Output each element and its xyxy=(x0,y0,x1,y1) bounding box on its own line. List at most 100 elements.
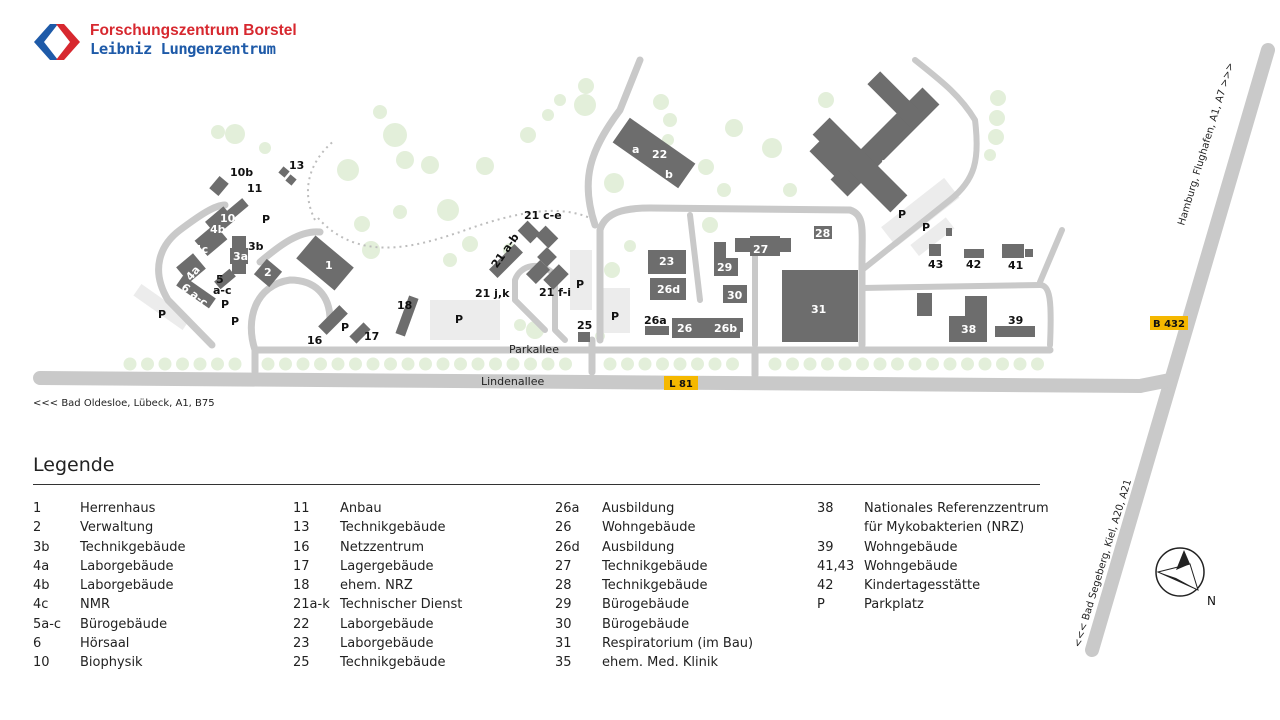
label-18: 18 xyxy=(397,299,412,312)
tree xyxy=(926,357,939,371)
legend-label: Hörsaal xyxy=(80,636,130,652)
label-1: 1 xyxy=(325,259,333,272)
b432-label: B 432 xyxy=(1153,319,1185,330)
legend-label: Ausbildung xyxy=(602,501,675,516)
legend-code: 21a-k xyxy=(293,597,330,613)
label-42: 42 xyxy=(966,258,981,271)
tree xyxy=(524,357,537,371)
tree xyxy=(996,357,1009,371)
b432-badge: B 432 xyxy=(1150,316,1188,330)
tree xyxy=(943,357,957,371)
trees xyxy=(211,78,1006,341)
label-43: 43 xyxy=(928,258,943,271)
tree xyxy=(541,357,555,371)
parking-label: P xyxy=(455,313,463,326)
b432-road xyxy=(1085,43,1275,657)
legend-label: Lagergebäude xyxy=(340,558,434,574)
legend-label: Wohngebäude xyxy=(864,558,958,574)
label-26a: 26a xyxy=(644,314,667,327)
legend-label: Laborgebäude xyxy=(80,578,174,594)
parking-label: P xyxy=(922,221,930,234)
tree xyxy=(506,357,520,371)
legend-label: Bürogebäude xyxy=(80,616,168,632)
label-39: 39 xyxy=(1008,314,1023,327)
label-10: 10 xyxy=(220,212,236,225)
tree xyxy=(279,357,292,371)
legend-label: Parkplatz xyxy=(864,597,924,613)
legend-code: 4a xyxy=(33,558,50,574)
tree xyxy=(873,357,887,371)
logo-line1: Forschungszentrum Borstel xyxy=(90,22,297,39)
label-5ac: a-c xyxy=(213,284,232,297)
legend-code: 4c xyxy=(33,597,49,613)
tree xyxy=(176,357,189,371)
tree xyxy=(384,357,397,371)
direction-segeberg: <<< Bad Segeberg, Kiel, A20, A21 xyxy=(1072,478,1134,649)
tree xyxy=(314,357,327,371)
tree xyxy=(891,357,904,371)
parking-label: P xyxy=(576,278,584,291)
label-29: 29 xyxy=(717,261,732,274)
lindenallee-label: Lindenallee xyxy=(481,375,544,388)
legend-code: 3b xyxy=(33,539,50,555)
legend-code: 28 xyxy=(555,578,572,594)
tree-row xyxy=(123,357,1044,371)
tree xyxy=(261,357,275,371)
label-28: 28 xyxy=(815,227,830,240)
legend-code: 35 xyxy=(555,655,572,671)
tree xyxy=(838,357,852,371)
legend-code: 42 xyxy=(817,578,834,594)
legend-code: 2 xyxy=(33,520,42,536)
legend-code: 39 xyxy=(817,539,834,555)
l81-label: L 81 xyxy=(669,379,693,390)
legend-label: Technikgebäude xyxy=(602,558,708,574)
tree xyxy=(436,357,450,371)
label-38: 38 xyxy=(961,323,976,336)
label-3b: 3b xyxy=(248,240,264,253)
parking-label: P xyxy=(231,315,239,328)
parking-label: P xyxy=(221,298,229,311)
legend-label: ehem. Med. Klinik xyxy=(602,655,719,671)
legend-label: Technikgebäude xyxy=(340,655,446,671)
legend-code: 25 xyxy=(293,655,310,671)
tree xyxy=(559,357,572,371)
label-21ce: 21 c-e xyxy=(524,209,562,222)
legend-label: Herrenhaus xyxy=(80,501,156,516)
parking-label: P xyxy=(611,310,619,323)
legend-code: 5a-c xyxy=(33,616,62,632)
label-4b: 4b xyxy=(210,223,226,236)
legend-code: 11 xyxy=(293,501,310,516)
parking-labels: P P P P P P P P P P xyxy=(158,208,930,334)
label-26d: 26d xyxy=(657,283,680,296)
legend-label: Laborgebäude xyxy=(340,636,434,652)
label-22b: b xyxy=(665,168,673,181)
tree xyxy=(621,357,634,371)
legend-label: Verwaltung xyxy=(80,520,154,536)
parking-label: P xyxy=(898,208,906,221)
tree xyxy=(366,357,380,371)
label-26: 26 xyxy=(677,322,693,335)
tree xyxy=(961,357,974,371)
legend-label: Wohngebäude xyxy=(602,520,696,536)
label-31: 31 xyxy=(811,303,826,316)
legend-code: 23 xyxy=(293,636,310,652)
tree xyxy=(193,357,207,371)
legend-label: ehem. NRZ xyxy=(340,578,413,594)
tree xyxy=(419,357,432,371)
legend-code: 31 xyxy=(555,636,572,652)
tree xyxy=(603,357,617,371)
label-4c: 4c xyxy=(194,243,208,256)
legend-code: 26d xyxy=(555,539,580,555)
tree xyxy=(211,357,224,371)
legend-code: P xyxy=(817,597,825,613)
tree xyxy=(296,357,310,371)
legend-code: 4b xyxy=(33,578,50,594)
tree xyxy=(726,357,739,371)
label-11: 11 xyxy=(247,182,262,195)
label-27: 27 xyxy=(753,243,768,256)
label-5: 5 xyxy=(216,273,224,286)
tree xyxy=(856,357,869,371)
footpath xyxy=(306,139,591,249)
legend-code: 6 xyxy=(33,636,42,652)
building-labels: 10b 11 13 10 4b 4c 3b 3a 4a 5 a-c 6 a-c … xyxy=(179,143,1024,347)
